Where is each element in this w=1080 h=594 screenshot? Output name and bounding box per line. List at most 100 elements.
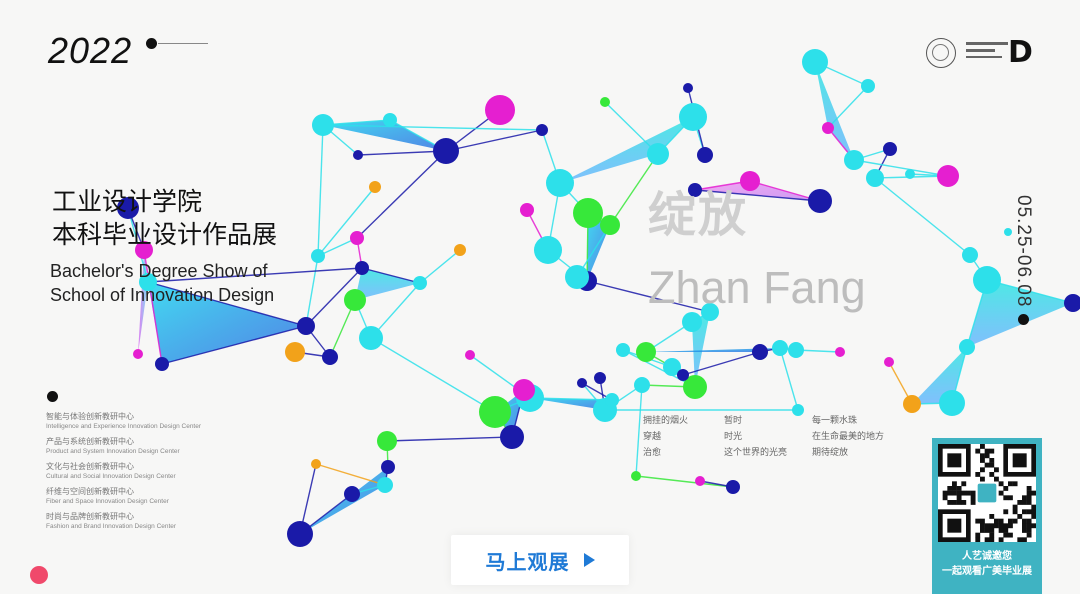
network-node bbox=[454, 244, 466, 256]
network-node bbox=[600, 97, 610, 107]
corner-dot bbox=[30, 566, 48, 584]
network-node bbox=[631, 471, 641, 481]
d-logo-icon: D bbox=[1008, 35, 1033, 70]
year-rule bbox=[158, 43, 208, 44]
network-node bbox=[381, 460, 395, 474]
network-link bbox=[147, 267, 363, 283]
network-node bbox=[962, 247, 978, 263]
center-en: Fashion and Brand Innovation Design Cent… bbox=[46, 523, 177, 530]
network-node bbox=[377, 431, 397, 451]
triangle-shard bbox=[148, 282, 306, 364]
network-node bbox=[792, 404, 804, 416]
network-node bbox=[350, 231, 364, 245]
network-link bbox=[317, 186, 376, 257]
university-seal-icon bbox=[926, 38, 956, 68]
network-node bbox=[513, 379, 535, 401]
network-node bbox=[577, 378, 587, 388]
poem-line: 每一颗水珠 bbox=[812, 415, 858, 425]
school-name-logo bbox=[966, 42, 1008, 62]
network-node bbox=[139, 273, 157, 291]
triangle-shard bbox=[912, 347, 967, 404]
network-link bbox=[604, 101, 659, 155]
network-link bbox=[317, 124, 324, 257]
network-link bbox=[694, 189, 821, 202]
network-link bbox=[370, 337, 496, 413]
network-node bbox=[844, 150, 864, 170]
network-node bbox=[287, 521, 313, 547]
center-item: 产品与系统创新教研中心 Product and System Innovatio… bbox=[46, 437, 276, 456]
network-node bbox=[344, 486, 360, 502]
network-node bbox=[772, 340, 788, 356]
view-exhibition-button[interactable]: 马上观展 bbox=[451, 535, 629, 585]
network-node bbox=[682, 312, 702, 332]
network-link bbox=[749, 180, 821, 202]
network-node bbox=[679, 103, 707, 131]
network-link bbox=[635, 475, 734, 488]
network-link bbox=[322, 124, 543, 131]
play-triangle-icon bbox=[583, 553, 595, 567]
network-node bbox=[677, 369, 689, 381]
center-cn: 文化与社会创新教研中心 bbox=[46, 462, 134, 471]
network-node bbox=[311, 459, 321, 469]
view-exhibition-label: 马上观展 bbox=[485, 551, 570, 574]
network-node bbox=[155, 357, 169, 371]
network-node bbox=[861, 79, 875, 93]
network-node bbox=[683, 375, 707, 399]
network-link bbox=[370, 282, 421, 339]
network-node bbox=[835, 347, 845, 357]
center-item: 文化与社会创新教研中心 Cultural and Social Innovati… bbox=[46, 462, 276, 481]
network-node bbox=[546, 169, 574, 197]
centers-dot bbox=[47, 391, 58, 402]
theme-chinese: 绽放 bbox=[648, 189, 749, 242]
poem-column-3: 每一颗水珠 在生命最美的地方 期待绽放 bbox=[812, 412, 884, 460]
network-node bbox=[701, 303, 719, 321]
triangle-shard bbox=[695, 181, 820, 201]
network-node bbox=[752, 344, 768, 360]
title-cn-line2: 本科毕业设计作品展 bbox=[52, 221, 278, 249]
network-node bbox=[594, 372, 606, 384]
title-en-line2: School of Innovation Design bbox=[50, 285, 275, 305]
center-item: 纤维与空间创新教研中心 Fiber and Space Innovation D… bbox=[46, 487, 276, 506]
network-link bbox=[986, 279, 1074, 304]
network-node bbox=[344, 289, 366, 311]
network-node bbox=[135, 241, 153, 259]
network-node bbox=[573, 198, 603, 228]
network-node bbox=[726, 480, 740, 494]
triangle-shard bbox=[815, 62, 854, 160]
poem-column-1: 拥挂的烟火 穿越 治愈 bbox=[643, 412, 688, 460]
network-link bbox=[305, 267, 363, 327]
center-list: 智能与体验创新教研中心 Intelligence and Experience … bbox=[46, 412, 276, 537]
invite-line1: 人艺诚邀您 bbox=[962, 551, 1012, 562]
poem-line: 穿越 bbox=[643, 431, 662, 441]
network-link bbox=[622, 349, 696, 388]
network-link bbox=[143, 249, 163, 365]
network-node bbox=[683, 83, 693, 93]
network-link bbox=[322, 119, 391, 126]
center-cn: 纤维与空间创新教研中心 bbox=[46, 487, 134, 496]
qr-code-icon[interactable] bbox=[938, 444, 1036, 542]
date-text: 05.25-06.08 bbox=[1013, 195, 1034, 308]
network-link bbox=[147, 281, 307, 327]
network-link bbox=[361, 267, 421, 284]
triangle-shard bbox=[646, 348, 780, 352]
network-node bbox=[802, 49, 828, 75]
network-link bbox=[682, 351, 761, 376]
network-node bbox=[133, 349, 143, 359]
network-link bbox=[315, 463, 386, 486]
triangle-shard bbox=[967, 280, 1073, 347]
network-link bbox=[305, 255, 319, 327]
network-node bbox=[636, 342, 656, 362]
poem-line: 治愈 bbox=[643, 447, 662, 457]
school-logos: D bbox=[926, 38, 1036, 70]
invite-line2: 一起观看广美毕业展 bbox=[942, 566, 1032, 577]
poem-line: 暂时 bbox=[724, 415, 743, 425]
network-node bbox=[959, 339, 975, 355]
network-link bbox=[635, 384, 643, 477]
network-node bbox=[383, 113, 397, 127]
network-link bbox=[419, 249, 461, 284]
network-node bbox=[939, 390, 965, 416]
year-label: 2022 bbox=[48, 30, 133, 71]
date-dot bbox=[1018, 314, 1029, 325]
network-node bbox=[297, 317, 315, 335]
